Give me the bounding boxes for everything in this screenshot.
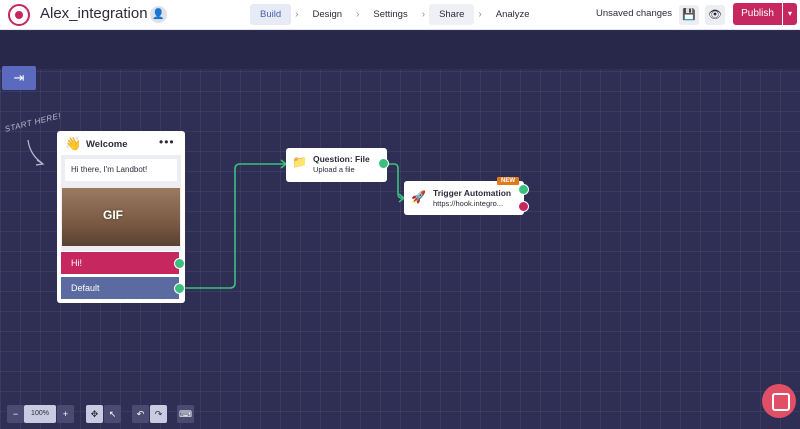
output-port-hi[interactable] — [174, 258, 185, 269]
button-option-default[interactable]: Default — [61, 277, 179, 299]
expand-sidebar-icon[interactable]: ⇥ — [2, 66, 36, 90]
tab-analyze[interactable]: Analyze — [495, 9, 530, 20]
waving-hand-icon: 👋 — [65, 136, 82, 151]
unsaved-status: Unsaved changes — [596, 8, 673, 19]
top-bar: Alex_integration 👤 Build › Design › Sett… — [0, 0, 800, 30]
publish-button[interactable]: Publish — [733, 3, 782, 25]
tab-settings[interactable]: Settings — [373, 9, 408, 20]
tab-design[interactable]: Design — [312, 9, 343, 20]
node-subtitle: Upload a file — [313, 165, 355, 174]
save-icon[interactable]: 💾 — [679, 5, 699, 25]
redo-icon[interactable]: ↷ — [150, 405, 167, 423]
welcome-node[interactable]: 👋 Welcome ••• Hi there, I'm Landbot! GIF… — [57, 131, 185, 303]
rocket-icon: 🚀 — [411, 190, 426, 204]
node-title: Trigger Automation — [433, 188, 512, 198]
zoom-in-button[interactable]: + — [57, 405, 74, 423]
builder-nav: Build › Design › Settings › Share › Anal… — [250, 4, 540, 25]
output-port-error[interactable] — [518, 201, 529, 212]
tab-share[interactable]: Share — [429, 4, 475, 25]
help-chat-icon[interactable] — [762, 384, 796, 418]
publish-dropdown-icon[interactable]: ▾ — [783, 3, 797, 25]
zoom-out-button[interactable]: − — [7, 405, 24, 423]
bot-name[interactable]: Alex_integration — [40, 5, 148, 22]
question-file-node[interactable]: 📁 Question: File Upload a file — [286, 148, 387, 182]
chevron-right-icon: › — [421, 9, 426, 20]
flow-canvas[interactable] — [0, 31, 800, 429]
keyboard-shortcuts-icon[interactable]: ⌨ — [177, 405, 194, 423]
trigger-automation-node[interactable]: 🚀 Trigger Automation https://hook.integr… — [404, 181, 524, 215]
share-user-icon[interactable]: 👤 — [150, 6, 167, 23]
button-option-hi[interactable]: Hi! — [61, 252, 179, 274]
preview-eye-icon[interactable]: 👁 — [705, 5, 725, 25]
output-port-success[interactable] — [518, 184, 529, 195]
folder-icon: 📁 — [292, 155, 307, 169]
welcome-message: Hi there, I'm Landbot! — [65, 159, 177, 181]
output-port-default[interactable] — [174, 283, 185, 294]
undo-icon[interactable]: ↶ — [132, 405, 149, 423]
node-title: Welcome — [86, 139, 128, 150]
canvas-top-band — [0, 31, 800, 69]
landbot-logo-icon[interactable] — [8, 4, 30, 26]
chevron-right-icon: › — [356, 9, 360, 20]
output-port-question[interactable] — [378, 158, 389, 169]
new-badge: NEW — [497, 177, 519, 185]
pointer-tool-icon[interactable]: ↖ — [104, 405, 121, 423]
node-subtitle: https://hook.integro... — [433, 199, 504, 208]
gif-label: GIF — [103, 208, 123, 222]
chevron-right-icon: › — [295, 9, 299, 20]
move-tool-icon[interactable]: ✥ — [86, 405, 103, 423]
gif-preview: GIF — [62, 188, 180, 246]
node-title: Question: File — [313, 154, 370, 164]
chevron-right-icon: › — [478, 9, 482, 20]
zoom-level: 100% — [24, 405, 56, 423]
more-options-icon[interactable]: ••• — [159, 135, 175, 149]
tab-build[interactable]: Build — [250, 4, 292, 25]
